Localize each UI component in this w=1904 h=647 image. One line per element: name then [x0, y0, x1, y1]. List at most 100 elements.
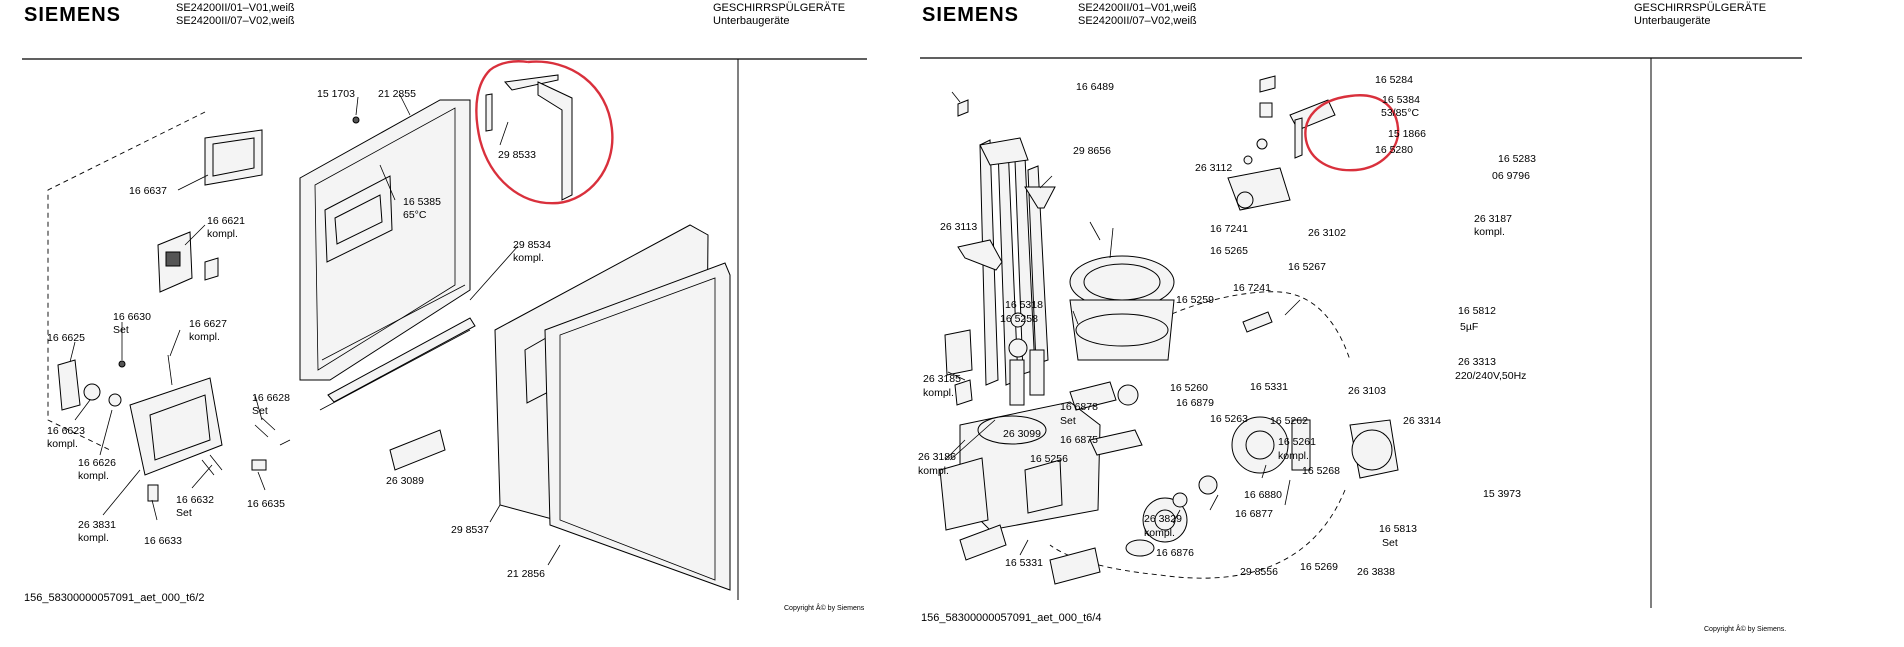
seal-frame-part	[204, 129, 263, 186]
part-label: 16 5265	[1210, 245, 1248, 257]
part-label: 16 5263	[1210, 413, 1248, 425]
part-label: 16 5384	[1382, 94, 1420, 106]
category-heading: GESCHIRRSPÜLGERÄTE Unterbaugeräte	[713, 2, 845, 28]
part-label: 16 5258	[1000, 313, 1038, 325]
part-label: 29 8537	[451, 524, 489, 536]
part-label: Set	[252, 405, 268, 417]
part-label: 16 6621	[207, 215, 245, 227]
part-label: 16 6637	[129, 185, 167, 197]
part-label: 26 3112	[1195, 162, 1232, 174]
part-label: Set	[113, 324, 129, 336]
part-label: 29 8656	[1073, 145, 1111, 157]
part-label: 16 6623	[47, 425, 85, 437]
capacitor-part	[1242, 311, 1273, 333]
control-module-part	[57, 359, 267, 502]
part-label: kompl.	[47, 438, 78, 450]
door-exploded-diagram: 15 1703 21 2855 29 8533 16 6637 16 5385 …	[22, 58, 867, 600]
decor-panel-part	[544, 262, 731, 591]
part-label: 26 3186	[918, 451, 956, 463]
part-label: 16 6626	[78, 457, 116, 469]
part-label: Set	[176, 507, 192, 519]
part-label: 16 5268	[1302, 465, 1340, 477]
part-label: 26 3187	[1474, 213, 1512, 225]
part-label: 15 1703	[317, 88, 355, 100]
part-label: 220/240V,50Hz	[1455, 370, 1526, 382]
part-label: 53/85°C	[1381, 107, 1419, 119]
part-label: 16 6489	[1076, 81, 1114, 93]
part-label: kompl.	[189, 331, 220, 343]
part-label: 16 6880	[1244, 489, 1282, 501]
model-line-2: SE24200II/07–V02,weiß	[176, 15, 295, 27]
part-label: 26 3838	[1357, 566, 1395, 578]
brand-logo: SIEMENS	[24, 4, 122, 26]
part-label: 16 5256	[1030, 453, 1068, 465]
hose-parts	[939, 312, 1218, 585]
part-label: Set	[1060, 415, 1076, 427]
model-line-1: SE24200II/01–V01,weiß	[176, 2, 295, 14]
part-label: 16 5262	[1270, 415, 1308, 427]
model-line-2: SE24200II/07–V02,weiß	[1078, 15, 1197, 27]
part-label: 16 7241	[1233, 282, 1271, 294]
part-label: 16 6875	[1060, 434, 1098, 446]
inner-door-panel	[299, 99, 476, 411]
inlet-valve-part	[1227, 167, 1291, 211]
part-label: 26 3314	[1403, 415, 1441, 427]
part-label: 16 6876	[1156, 547, 1194, 559]
part-label: kompl.	[1278, 450, 1309, 462]
model-numbers: SE24200II/01–V01,weiß SE24200II/07–V02,w…	[176, 2, 295, 28]
part-label: 16 5331	[1250, 381, 1288, 393]
highlight-circle	[1304, 94, 1400, 172]
drain-pump-part	[1125, 497, 1188, 557]
part-label: 16 6625	[47, 332, 85, 344]
part-label: kompl.	[207, 228, 238, 240]
copyright-note: Copyright Â© by Siemens.	[1704, 626, 1787, 633]
circulation-pump-part	[1349, 419, 1399, 479]
part-label: 16 5283	[1498, 153, 1536, 165]
part-label: 16 5284	[1375, 74, 1413, 86]
part-label: 16 5812	[1458, 305, 1496, 317]
part-label: 21 2855	[378, 88, 416, 100]
model-line-1: SE24200II/01–V01,weiß	[1078, 2, 1197, 14]
part-label: 26 3113	[940, 221, 977, 233]
sump-part	[1069, 255, 1175, 361]
part-label: 16 5385	[403, 196, 441, 208]
part-label: 16 6635	[247, 498, 285, 510]
drawing-code: 156_58300000057091_aet_000_t6/4	[921, 612, 1102, 624]
part-label: 16 6877	[1235, 508, 1273, 520]
part-label: 29 8533	[498, 149, 536, 161]
part-label: 16 7241	[1210, 223, 1248, 235]
pump-unit-part	[959, 401, 1101, 531]
part-label: kompl.	[923, 387, 954, 399]
part-label: 26 3099	[1003, 428, 1041, 440]
part-label: 16 6632	[176, 494, 214, 506]
bracket-part	[957, 99, 969, 117]
part-label: 16 5331	[1005, 557, 1043, 569]
part-label: kompl.	[78, 470, 109, 482]
part-label: 16 5280	[1375, 144, 1413, 156]
hydraulics-exploded-diagram: 16 6489 29 8656 26 3112 16 5284 16 5384 …	[918, 57, 1802, 608]
category-line-1: GESCHIRRSPÜLGERÄTE	[713, 2, 846, 14]
parts-sheet-hydraulics: SIEMENS SE24200II/01–V01,weiß SE24200II/…	[910, 0, 1904, 647]
screw-part	[352, 116, 360, 124]
category-line-2: Unterbaugeräte	[713, 15, 790, 27]
part-label: 16 5259	[1176, 294, 1214, 306]
part-label: 26 3089	[386, 475, 424, 487]
part-label: kompl.	[918, 465, 949, 477]
category-heading: GESCHIRRSPÜLGERÄTE Unterbaugeräte	[1634, 2, 1766, 28]
small-parts	[1243, 75, 1336, 165]
part-label: 29 8556	[1240, 566, 1278, 578]
part-label: kompl.	[513, 252, 544, 264]
funnel-part	[1024, 186, 1056, 209]
copyright-note: Copyright Â© by Siemens	[784, 605, 865, 612]
part-label: 26 3102	[1308, 227, 1346, 239]
drawing-code: 156_58300000057091_aet_000_t6/2	[24, 592, 205, 604]
category-line-1: GESCHIRRSPÜLGERÄTE	[1634, 2, 1767, 14]
part-label: 16 6878	[1060, 401, 1098, 413]
part-label: 29 8534	[513, 239, 551, 251]
part-label: 65°C	[403, 209, 427, 221]
part-label: kompl.	[1144, 527, 1175, 539]
part-label: 26 3103	[1348, 385, 1386, 397]
category-line-2: Unterbaugeräte	[1634, 15, 1711, 27]
part-label: 15 1866	[1388, 128, 1426, 140]
dispenser-part	[157, 231, 219, 293]
